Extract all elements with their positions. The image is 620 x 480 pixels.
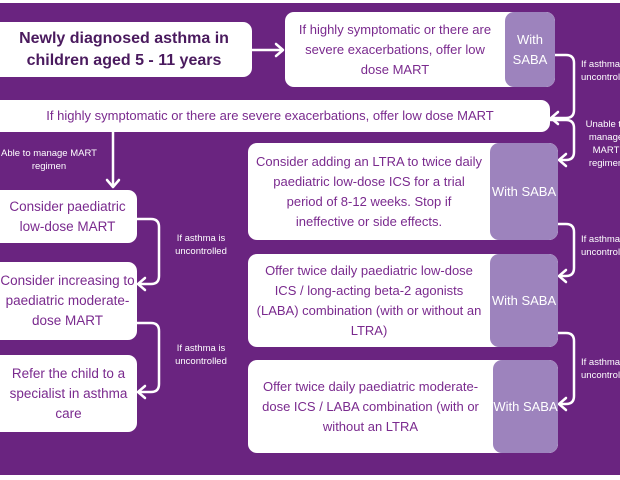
saba-badge: With SABA: [493, 360, 558, 453]
left-step-2: Consider increasing to paediatric modera…: [0, 262, 137, 340]
arrow-first-to-wide: [549, 53, 576, 126]
left-step-1: Consider paediatric low-dose MART: [0, 190, 137, 243]
arrow-wide-to-right1: [548, 118, 576, 168]
wide-step-box: If highly symptomatic or there are sever…: [0, 100, 550, 132]
left-step-3-text: Refer the child to a specialist in asthm…: [9, 365, 128, 421]
right-step-3: Offer twice daily paediatric moderate-do…: [248, 360, 558, 453]
arrow-right1-to-right2: [556, 222, 576, 284]
label-if-uncontrolled-right-1: If asthma is uncontrolled: [581, 234, 620, 258]
start-box: Newly diagnosed asthma in children aged …: [0, 22, 252, 77]
label-able-to-manage: Able to manage MART regimen: [1, 148, 97, 172]
left-step-3: Refer the child to a specialist in asthm…: [0, 355, 137, 432]
saba-badge: With SABA: [490, 254, 558, 347]
arrow-start-to-first: [250, 42, 285, 58]
label-unable-to-manage: Unable to manage MART regimen: [585, 119, 620, 169]
first-step-text: If highly symptomatic or there are sever…: [298, 21, 492, 77]
right-step-1-text: Consider adding an LTRA to twice daily p…: [256, 153, 482, 229]
right-step-2: Offer twice daily paediatric low-dose IC…: [248, 254, 558, 347]
label-if-uncontrolled-left-2: If asthma is uncontrolled: [175, 343, 227, 367]
first-step-box: If highly symptomatic or there are sever…: [285, 12, 555, 87]
start-text: Newly diagnosed asthma in children aged …: [19, 29, 229, 69]
arrow-right2-to-right3: [556, 331, 576, 412]
label-if-uncontrolled: If asthma is uncontrolled: [581, 59, 620, 83]
wide-step-text: If highly symptomatic or there are sever…: [46, 108, 494, 123]
left-step-2-text: Consider increasing to paediatric modera…: [0, 273, 135, 328]
arrow-left2-to-left3: [135, 321, 161, 400]
arrow-left1-to-left2: [135, 217, 161, 292]
label-if-uncontrolled-left-1: If asthma is uncontrolled: [175, 233, 227, 257]
right-step-3-text: Offer twice daily paediatric moderate-do…: [262, 378, 479, 434]
saba-badge: With SABA: [505, 12, 555, 87]
right-step-1: Consider adding an LTRA to twice daily p…: [248, 143, 558, 240]
left-step-1-text: Consider paediatric low-dose MART: [9, 198, 126, 234]
label-if-uncontrolled-right-2: If asthma is uncontrolled: [581, 357, 620, 381]
right-step-2-text: Offer twice daily paediatric low-dose IC…: [256, 262, 482, 338]
saba-badge: With SABA: [490, 143, 558, 240]
arrow-wide-to-left1: [105, 130, 121, 189]
